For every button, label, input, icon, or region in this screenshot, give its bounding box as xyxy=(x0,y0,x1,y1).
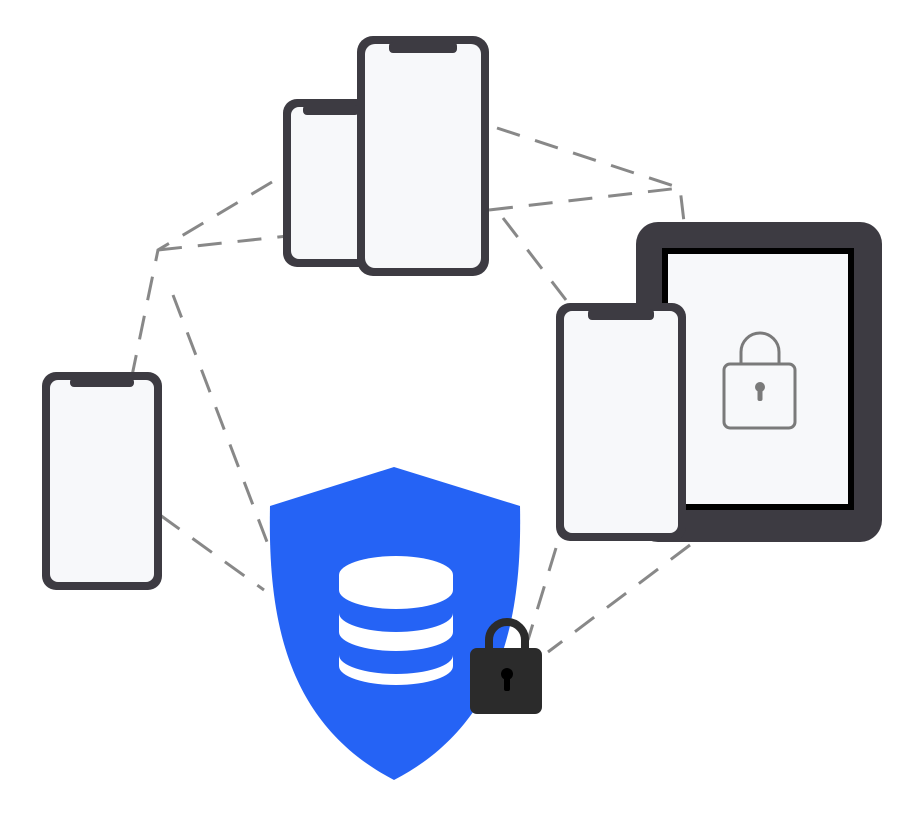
phone-icon xyxy=(556,303,686,541)
phone-screen xyxy=(291,107,373,259)
keyhole-slot xyxy=(757,389,763,401)
connector-line xyxy=(171,294,274,556)
connector-line xyxy=(496,126,686,223)
tablet-icon xyxy=(636,222,882,542)
phone-icon xyxy=(283,99,381,267)
phone-notch xyxy=(588,309,654,320)
padlock-outline-shackle xyxy=(739,331,781,364)
keyhole-slot xyxy=(504,676,510,691)
phone-icon xyxy=(42,372,162,590)
database-icon xyxy=(339,556,453,685)
connection-network xyxy=(126,126,691,654)
connector-line xyxy=(157,234,289,252)
phone-notch xyxy=(303,105,359,115)
phone-screen xyxy=(564,311,678,533)
connector-line xyxy=(547,543,691,654)
shield-icon xyxy=(269,467,521,780)
phone-screen xyxy=(50,380,154,582)
padlock-outline-body xyxy=(722,362,797,430)
phone-notch xyxy=(389,42,457,53)
database-layer xyxy=(339,655,453,685)
database-layer xyxy=(339,613,453,651)
padlock-icon xyxy=(470,618,542,714)
phone-screen xyxy=(365,44,481,268)
tablet-screen xyxy=(668,254,848,504)
connector-line xyxy=(501,217,568,301)
connector-line xyxy=(526,547,558,641)
phone-notch xyxy=(70,378,134,387)
keyhole xyxy=(755,382,765,392)
database-layer xyxy=(339,556,453,609)
padlock-outline-icon xyxy=(722,331,797,430)
keyhole xyxy=(501,668,513,680)
connector-line xyxy=(159,513,265,592)
phone-icon xyxy=(357,36,489,276)
connector-line xyxy=(126,180,273,396)
shield-shape xyxy=(269,467,521,780)
padlock-shackle xyxy=(485,618,529,651)
connector-line xyxy=(488,186,681,212)
